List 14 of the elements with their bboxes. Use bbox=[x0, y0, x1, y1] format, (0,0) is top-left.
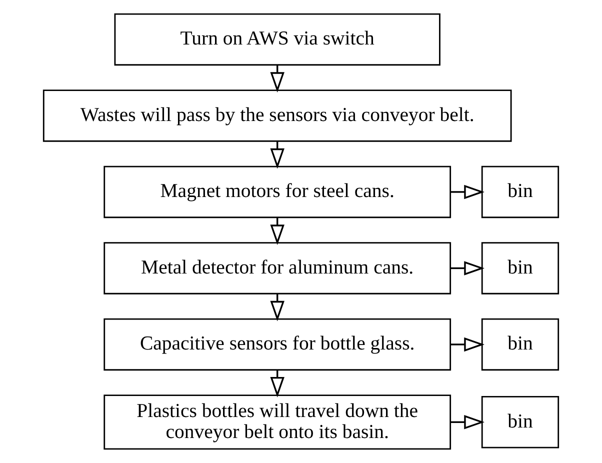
arrow bbox=[450, 337, 484, 352]
arrow bbox=[450, 184, 484, 200]
arrow bbox=[450, 415, 484, 430]
arrow bbox=[450, 261, 484, 276]
node-box: Plastics bottles will travel down the conveyor belt onto its basin. bbox=[104, 394, 452, 450]
node-box: Wastes will pass by the sensors via conveyor belt. bbox=[42, 90, 512, 142]
node-box: bin bbox=[481, 242, 560, 294]
node-box: Capacitive sensors for bottle glass. bbox=[104, 318, 452, 371]
node-box: Magnet motors for steel cans. bbox=[104, 166, 452, 218]
node-box: bin bbox=[481, 396, 560, 448]
node-box: Metal detector for aluminum cans. bbox=[104, 242, 452, 294]
node-box: Turn on AWS via switch bbox=[114, 13, 440, 66]
node-box: bin bbox=[481, 318, 560, 371]
node-box: bin bbox=[481, 166, 560, 218]
